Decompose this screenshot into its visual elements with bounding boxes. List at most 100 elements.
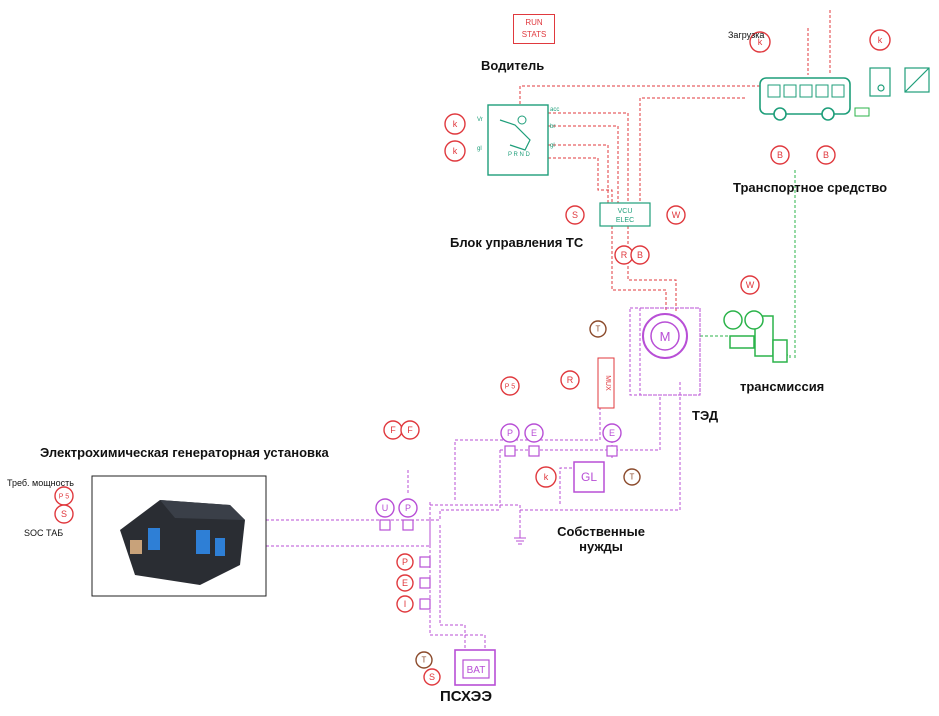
sensor-e-line-text: E [531, 428, 537, 438]
sensor-p-gen-box [402, 519, 414, 531]
vehicle-env-block[interactable] [869, 67, 930, 97]
gl-block[interactable]: GL [573, 461, 605, 493]
sensor-t-motor-text: T [596, 325, 601, 334]
sensor-p-bus[interactable]: P [396, 553, 414, 571]
sensor-k-load[interactable]: k [749, 31, 771, 53]
sensor-s-bat-text: S [429, 672, 435, 682]
bat-text: BAT [467, 665, 486, 676]
sensor-k-vr-text: k [453, 119, 458, 129]
vehicle-mech-port [854, 107, 870, 117]
driver-in-vr: Vr [477, 117, 483, 123]
driver-block[interactable]: P R N D acc br gl Vr gl [477, 104, 559, 176]
sensor-e-motor-box [606, 445, 618, 457]
power-req-label: Треб. мощность [7, 478, 74, 488]
run-stats-button[interactable]: RUN STATS [513, 14, 555, 44]
sensor-k-gl-block-text: k [544, 472, 549, 482]
sensor-e-bus-text: E [402, 578, 408, 588]
vcu-block[interactable]: VCU ELEC [599, 202, 651, 227]
sensor-r-vcu-text: R [621, 250, 628, 260]
vcu-label: Блок управления ТС [450, 235, 584, 250]
sensor-p5-top-text: P 5 [505, 383, 515, 390]
sensor-p5-gen[interactable]: P 5 [54, 486, 74, 506]
sensor-w-trans[interactable]: W [740, 275, 760, 295]
sensor-f-1[interactable]: F [383, 420, 403, 440]
sensor-f-1-text: F [390, 425, 396, 435]
battery-block[interactable]: BAT [454, 649, 496, 686]
sensor-p-bus-text: P [402, 557, 408, 567]
driver-in-gl: gl [477, 146, 482, 152]
sensor-r-mux[interactable]: R [560, 370, 580, 390]
sensor-e-motor-text: E [609, 428, 615, 438]
signal-wires [519, 10, 831, 312]
bus-icon[interactable] [759, 77, 851, 121]
vehicle-label: Транспортное средство [733, 180, 888, 195]
sensor-k-gl[interactable]: k [444, 140, 466, 162]
sensor-p-gen[interactable]: P [398, 498, 418, 518]
sensor-e-bus[interactable]: E [396, 574, 414, 592]
sensor-r-mux-text: R [567, 375, 574, 385]
sensor-k-env[interactable]: k [869, 29, 891, 51]
mechanical-wires [700, 170, 796, 360]
sensor-w-vcu[interactable]: W [666, 205, 686, 225]
sensor-b-vehicle-2[interactable]: B [816, 145, 836, 165]
driver-label: Водитель [481, 58, 545, 73]
sensor-k-vr[interactable]: k [444, 113, 466, 135]
aux-label: Собственные нужды [556, 524, 646, 554]
driver-port-br: br [550, 124, 555, 130]
stats-label: STATS [521, 30, 547, 39]
sensor-p-bus-box [419, 556, 431, 568]
generator-label: Электрохимическая генераторная установка [40, 445, 329, 460]
sensor-t-gl[interactable]: T [623, 468, 641, 486]
load-label: Загрузка [728, 30, 765, 40]
sensor-u-gen[interactable]: U [375, 498, 395, 518]
aux-label-line1: Собственные [557, 524, 645, 539]
motor-block[interactable]: M [629, 307, 701, 396]
sensor-k-gl-text: k [453, 146, 458, 156]
generator-image [91, 475, 267, 597]
sensor-s-vcu[interactable]: S [565, 205, 585, 225]
sensor-p-line[interactable]: P [500, 423, 520, 443]
sensor-t-motor[interactable]: T [589, 320, 607, 338]
driver-gear-text: P R N D [508, 152, 531, 158]
elec-text: ELEC [616, 217, 634, 224]
sensor-b-vehicle-1[interactable]: B [770, 145, 790, 165]
transmission-block[interactable] [723, 310, 788, 363]
sensor-p5-top[interactable]: P 5 [500, 376, 520, 396]
sensor-b-vcu-text: B [637, 250, 643, 260]
sensor-e-line[interactable]: E [524, 423, 544, 443]
vcu-text: VCU [618, 208, 633, 215]
sensor-b-vcu[interactable]: B [630, 245, 650, 265]
sensor-k-gl-block[interactable]: k [535, 466, 557, 488]
sensor-f-2[interactable]: F [400, 420, 420, 440]
sensor-t-bat-text: T [422, 656, 427, 665]
driver-port-gl: gl [550, 143, 555, 149]
svg-text:M: M [660, 329, 671, 344]
sensor-s-gen[interactable]: S [54, 504, 74, 524]
sensor-u-gen-box [379, 519, 391, 531]
sensor-s-gen-text: S [61, 509, 67, 519]
sensor-w-vcu-text: W [672, 210, 681, 220]
sensor-r-vcu[interactable]: R [614, 245, 634, 265]
sensor-p-line-text: P [507, 428, 513, 438]
sensor-t-bat[interactable]: T [415, 651, 433, 669]
sensor-i-bus[interactable]: I [396, 595, 414, 613]
sensor-s-bat[interactable]: S [423, 668, 441, 686]
sensor-e-box [528, 445, 540, 457]
gl-text: GL [581, 470, 597, 484]
sensor-u-gen-text: U [382, 503, 389, 513]
driver-port-acc: acc [550, 107, 559, 113]
sensor-p5-gen-text: P 5 [59, 493, 69, 500]
sensor-b-vehicle-1-text: B [777, 150, 783, 160]
sensor-i-bus-text: I [404, 599, 407, 609]
sensor-p-gen-text: P [405, 503, 411, 513]
sensor-k-load-text: k [758, 37, 763, 47]
mux-block[interactable]: MUX [597, 357, 615, 409]
sensor-s-vcu-text: S [572, 210, 578, 220]
ground-icon [514, 530, 526, 545]
sensor-e-bus-box [419, 577, 431, 589]
sensor-e-motor[interactable]: E [602, 423, 622, 443]
sensor-k-env-text: k [878, 35, 883, 45]
sensor-i-bus-box [419, 598, 431, 610]
transmission-label: трансмиссия [740, 379, 825, 394]
